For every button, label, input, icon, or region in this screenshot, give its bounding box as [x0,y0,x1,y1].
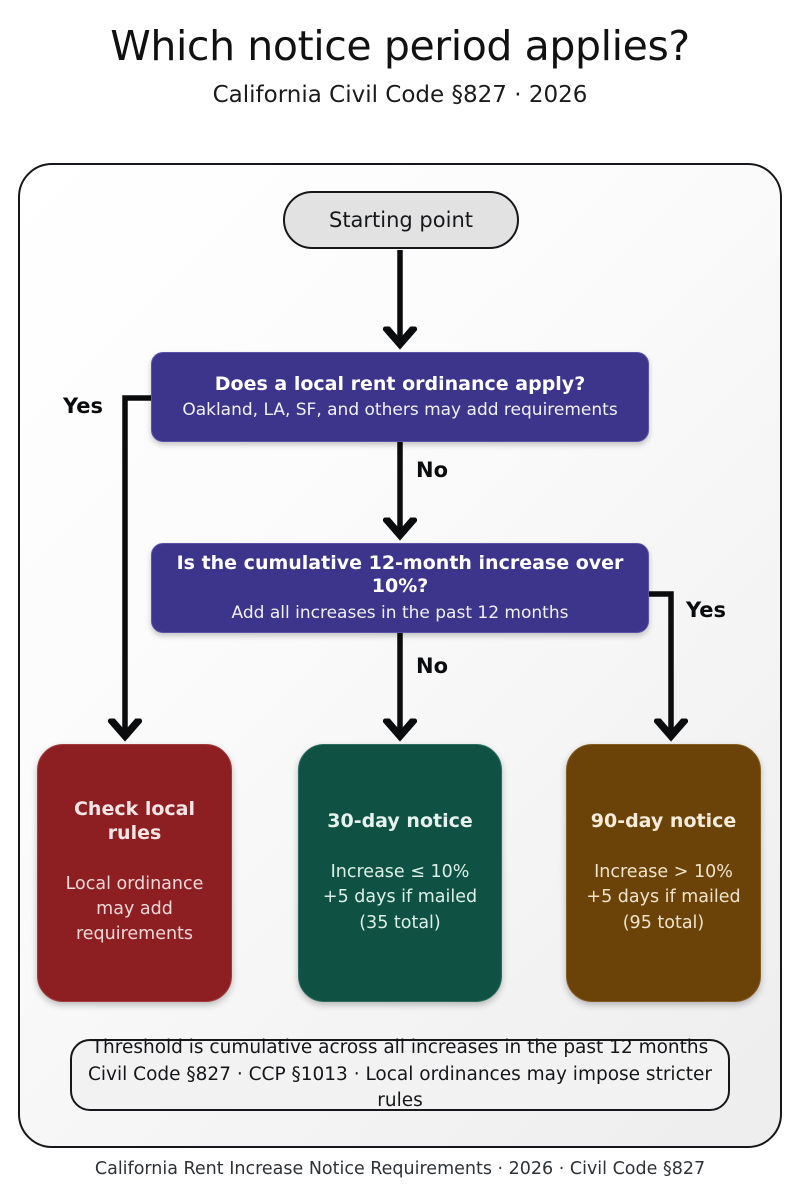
footnote-line-1: Threshold is cumulative across all incre… [91,1036,709,1058]
node-outcome-30-day-notice-title: 30-day notice [327,810,473,833]
footnote-box: Threshold is cumulative across all incre… [70,1037,730,1111]
node-starting-point-title: Starting point [328,208,473,232]
node-decision-local-ordinance-sub: Oakland, LA, SF, and others may add requ… [182,400,618,421]
header: Which notice period applies? California … [0,0,800,108]
node-decision-cumulative-increase[interactable]: Is the cumulative 12-month increase over… [151,543,649,633]
edge-label-no-local-ordinance: No [416,458,449,482]
footnote-line-2: Civil Code §827 · CCP §1013 · Local ordi… [88,1063,712,1112]
edge-label-yes-local-ordinance: Yes [63,394,104,418]
node-decision-cumulative-increase-title: Is the cumulative 12-month increase over… [176,551,624,598]
node-decision-local-ordinance[interactable]: Does a local rent ordinance apply? Oakla… [151,352,649,442]
page-title: Which notice period applies? [110,22,690,70]
node-outcome-30-day-notice[interactable]: 30-day notice Increase ≤ 10% +5 days if … [298,744,502,1002]
page-subtitle: California Civil Code §827 · 2026 [212,82,588,109]
node-outcome-check-local-rules-sub: Local ordinance may add requirements [65,873,204,945]
node-outcome-90-day-notice-sub: Increase > 10% +5 days if mailed (95 tot… [586,861,741,933]
node-decision-local-ordinance-title: Does a local rent ordinance apply? [214,372,586,395]
node-decision-cumulative-increase-sub: Add all increases in the past 12 months [231,603,569,624]
node-outcome-30-day-notice-sub: Increase ≤ 10% +5 days if mailed (35 tot… [322,861,478,933]
page-caption: California Rent Increase Notice Requirem… [94,1159,706,1179]
edge-label-no-cumulative-increase: No [416,654,449,678]
node-outcome-90-day-notice-title: 90-day notice [590,810,737,833]
node-starting-point[interactable]: Starting point [283,191,519,249]
node-outcome-90-day-notice[interactable]: 90-day notice Increase > 10% +5 days if … [566,744,761,1002]
edge-label-yes-cumulative-increase: Yes [686,598,727,622]
node-outcome-check-local-rules[interactable]: Check local rules Local ordinance may ad… [37,744,232,1002]
node-outcome-check-local-rules-title: Check local rules [73,798,196,844]
